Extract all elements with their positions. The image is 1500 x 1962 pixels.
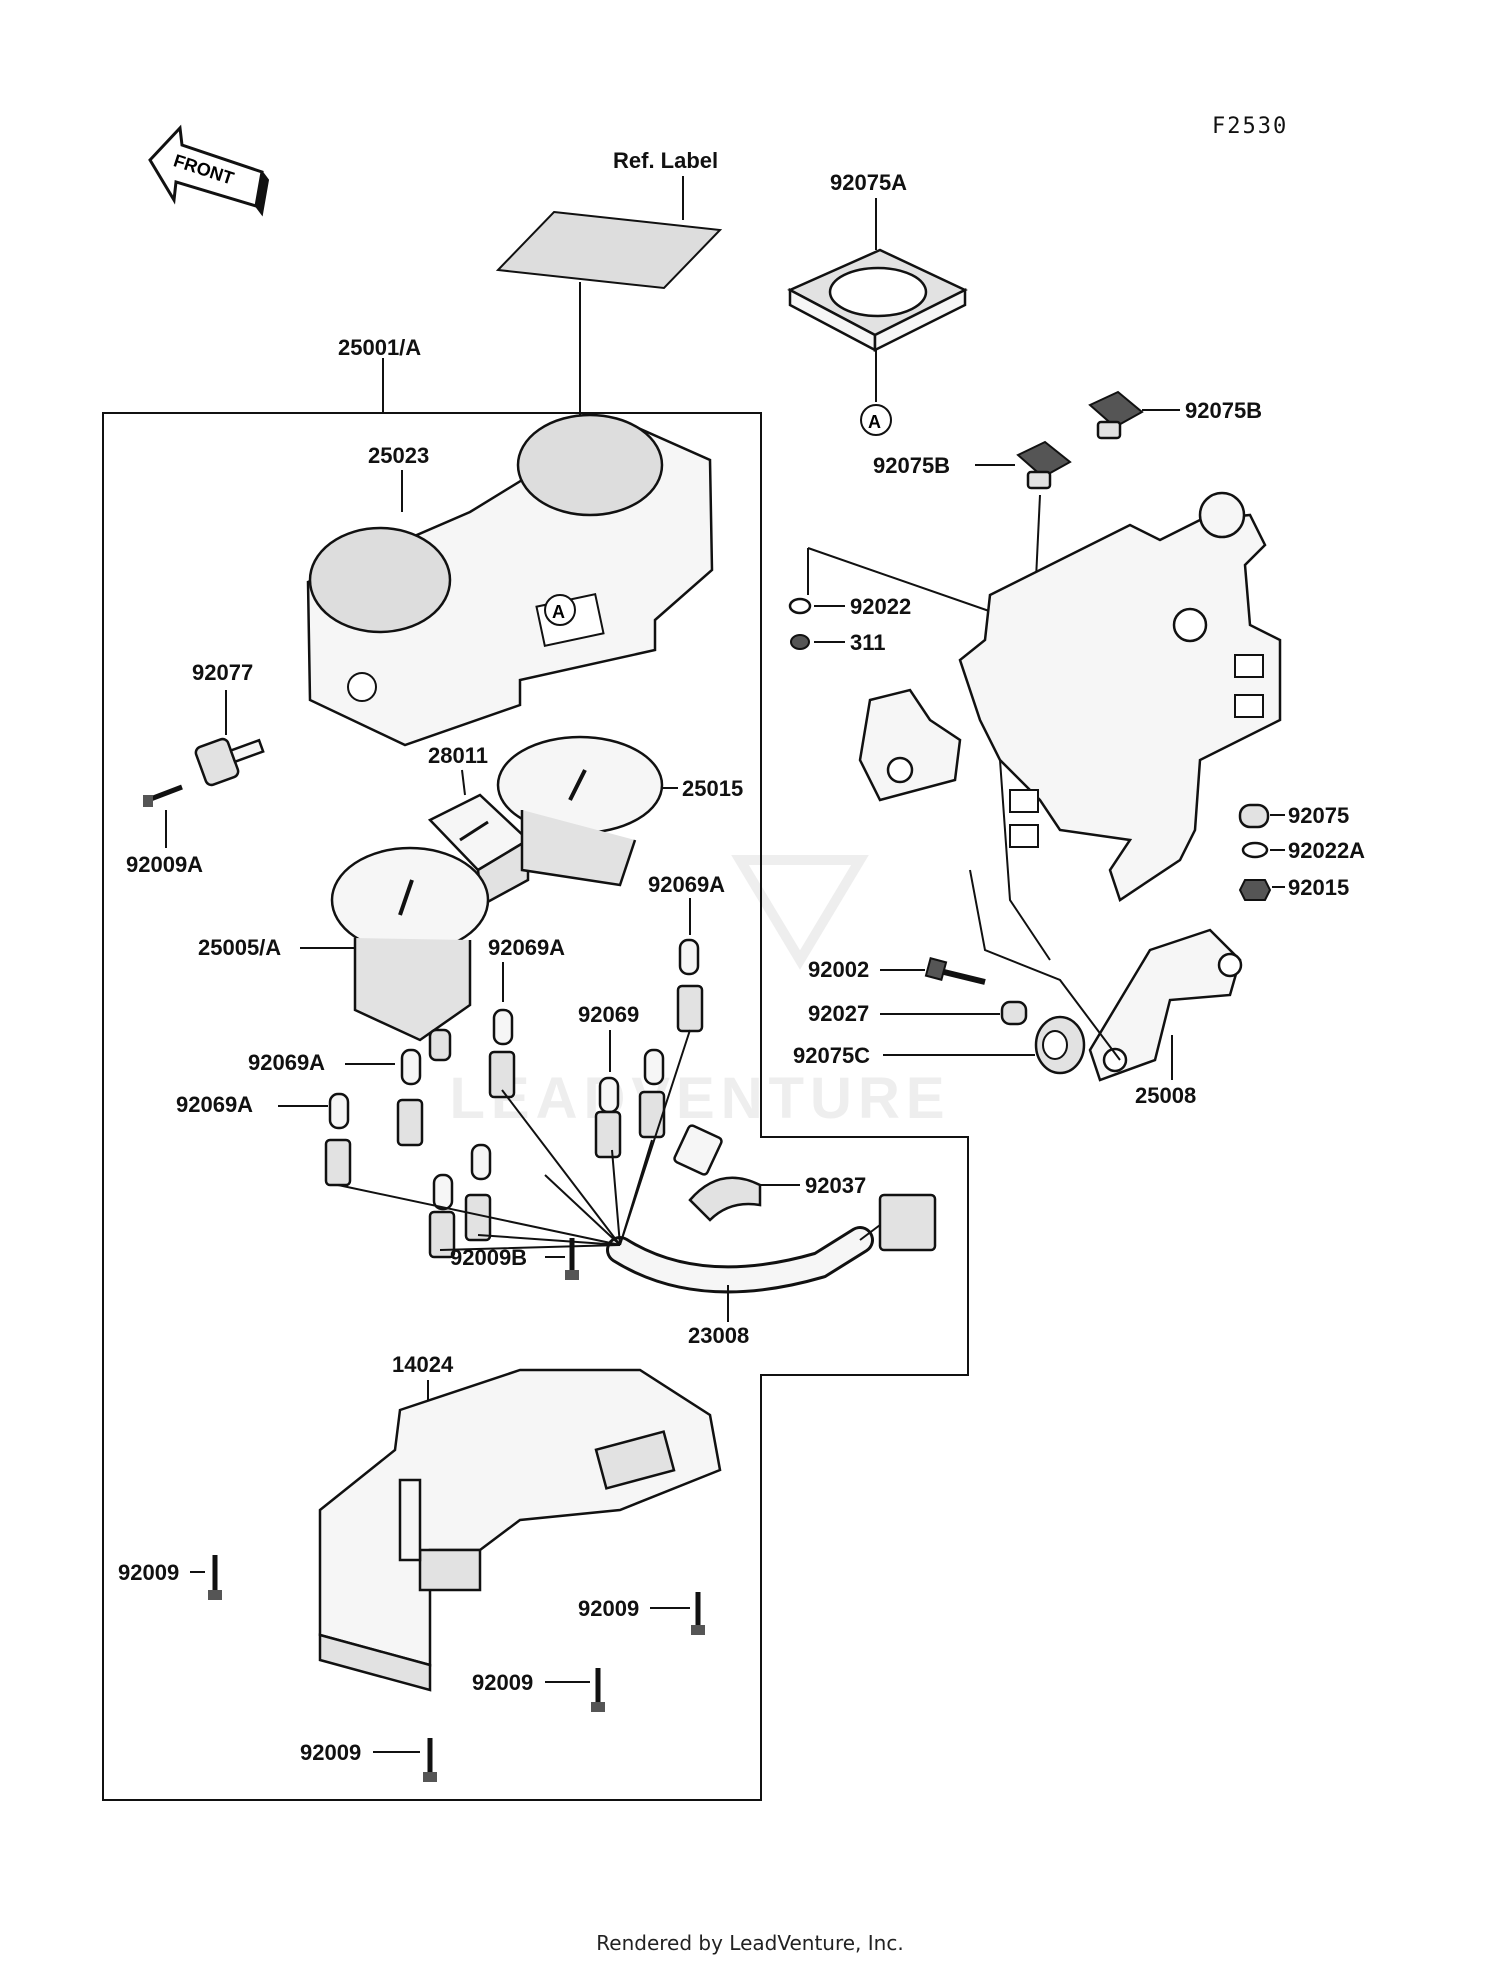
assembly-box (102, 412, 969, 1801)
label-25005A: 25005/A (198, 935, 281, 960)
label-92075B-2: 92075B (873, 453, 950, 478)
label-14024: 14024 (392, 1352, 454, 1377)
grommet-92075B-2 (1016, 440, 1072, 490)
bolt-92002 (924, 957, 986, 985)
nut-92015 (1238, 879, 1272, 901)
watermark-logo (731, 855, 869, 970)
label-92009B: 92009B (450, 1245, 527, 1270)
screw-92009-1 (208, 1555, 222, 1600)
label-25015: 25015 (682, 776, 743, 801)
label-ref: Ref. Label (613, 148, 718, 173)
label-92069A-2: 92069A (488, 935, 565, 960)
tachometer-25015 (496, 735, 664, 887)
screw-92009A (143, 784, 183, 807)
label-92009-3: 92009 (472, 1670, 533, 1695)
footer-text: Rendered by LeadVenture, Inc. (596, 1931, 903, 1955)
bulbs (328, 938, 700, 1211)
collar-92027 (1000, 1000, 1028, 1026)
screw-92009-4 (423, 1738, 437, 1782)
cover-14024 (318, 1368, 722, 1692)
label-28011: 28011 (428, 743, 488, 768)
label-92027: 92027 (808, 1001, 869, 1026)
grommet-92075 (1238, 803, 1270, 829)
bracket-25008 (858, 491, 1282, 1082)
nut-311 (790, 634, 810, 650)
washer-92022A (1241, 841, 1269, 859)
label-92009-2: 92009 (578, 1596, 639, 1621)
label-92009-1: 92009 (118, 1560, 179, 1585)
front-arrow: FRONT (148, 124, 270, 217)
label-92022: 92022 (850, 594, 911, 619)
screw-92009-3 (591, 1668, 605, 1712)
watermark-text: LEADVENTURE (449, 1066, 950, 1131)
grommet-92075A (787, 248, 968, 353)
label-25023: 25023 (368, 443, 429, 468)
screw-92009B (565, 1238, 579, 1280)
meter-case: A (306, 413, 714, 747)
speedometer-25005A (330, 846, 490, 1062)
label-311: 311 (850, 630, 886, 655)
label-92009A: 92009A (126, 852, 203, 877)
label-92037: 92037 (805, 1173, 866, 1198)
label-25008: 25008 (1135, 1083, 1196, 1108)
wire-harness-23008 (337, 1029, 937, 1294)
label-92075A: 92075A (830, 170, 907, 195)
label-92069A-4: 92069A (176, 1092, 253, 1117)
washer-92022 (788, 597, 812, 615)
grommet-92075C (1034, 1015, 1086, 1075)
label-92077: 92077 (192, 660, 253, 685)
ref-label-sheet (495, 210, 723, 290)
trip-knob (194, 737, 265, 787)
label-92075: 92075 (1288, 803, 1349, 828)
page-code: F2530 (1212, 114, 1288, 139)
callout-a-grommet (860, 404, 892, 436)
grommet-92075B-1 (1088, 390, 1144, 440)
label-92022A: 92022A (1288, 838, 1365, 863)
screw-92009-2 (691, 1592, 705, 1635)
label-92069A-3: 92069A (248, 1050, 325, 1075)
label-92075B-1: 92075B (1185, 398, 1262, 423)
label-92075C: 92075C (793, 1043, 870, 1068)
label-92002: 92002 (808, 957, 869, 982)
callout-a-grommet-label: A (868, 412, 881, 432)
clamp-92037 (688, 1176, 762, 1222)
label-92069A-1: 92069A (648, 872, 725, 897)
label-92069: 92069 (578, 1002, 639, 1027)
label-92009-4: 92009 (300, 1740, 361, 1765)
label-25001A: 25001/A (338, 335, 421, 360)
label-92015: 92015 (1288, 875, 1349, 900)
sockets (324, 984, 704, 1259)
label-23008: 23008 (688, 1323, 749, 1348)
callout-a-case: A (552, 602, 565, 622)
